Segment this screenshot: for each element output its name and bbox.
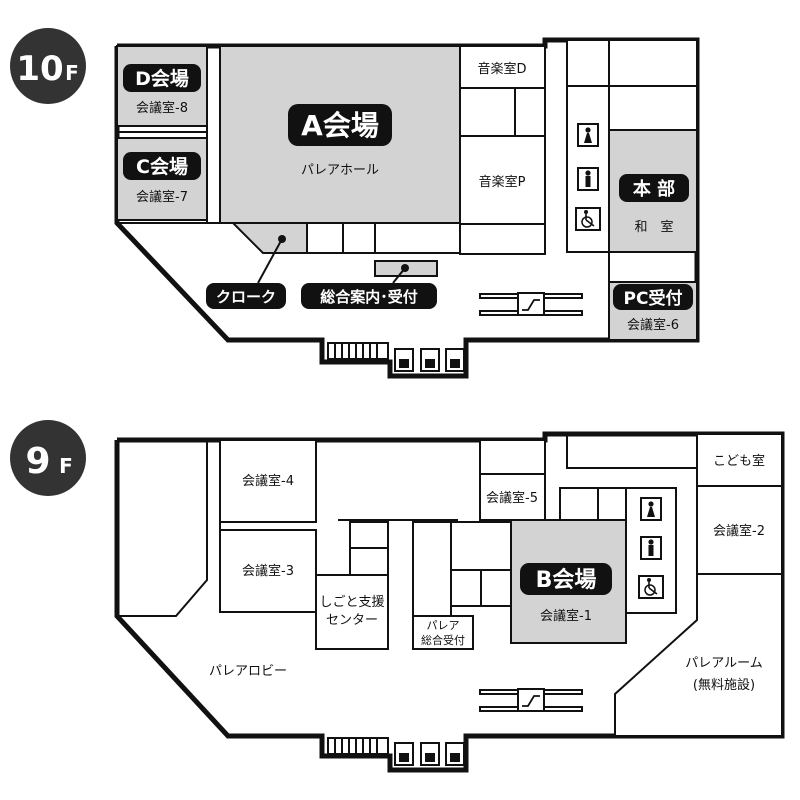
stairs-9f (327, 737, 389, 755)
label-pc-sub: 会議室-6 (627, 317, 679, 333)
label-a-hall: A会場 (301, 109, 379, 142)
floor-label-10: 10 (16, 49, 63, 89)
room-palea[interactable] (614, 573, 783, 737)
elevator-icon (394, 742, 465, 766)
label-palea-room-2: (無料施設) (693, 677, 755, 693)
wheelchair-icon (638, 575, 664, 599)
floor-suffix-9: F (59, 454, 73, 478)
label-palea-room-1: パレアルーム (685, 656, 762, 671)
label-music-d: 音楽室D (477, 61, 526, 77)
label-hq-sub: 和 室 (634, 219, 673, 235)
label-mr3: 会議室-3 (242, 563, 294, 579)
floor-suffix-10: F (65, 61, 79, 85)
label-d-sub: 会議室-8 (136, 100, 188, 116)
label-c-hall: C会場 (136, 155, 188, 178)
badge-a (288, 104, 392, 146)
label-lobby: パレアロビー (209, 664, 287, 679)
room-shigoto[interactable] (315, 574, 389, 650)
floor-badge-9 (10, 420, 86, 496)
stairs-10f (327, 342, 389, 360)
wheelchair-icon (575, 207, 601, 231)
floor-10: 10 F (10, 28, 700, 379)
label-mr2: 会議室-2 (713, 523, 765, 539)
badge-c (123, 152, 201, 180)
label-palea-1: パレア (427, 619, 460, 632)
elevator-icon (394, 348, 465, 372)
outer-wall-9f (114, 431, 785, 773)
label-cloak: クローク (216, 288, 276, 306)
room-palea-desk[interactable] (412, 615, 474, 650)
label-shigoto-1: しごと支援 (319, 594, 384, 610)
label-a-sub: パレアホール (301, 163, 379, 178)
label-d-hall: D会場 (135, 67, 189, 90)
escalator-icon (479, 688, 583, 712)
floor-label-9: 9 (25, 441, 50, 482)
cloak-area[interactable] (230, 222, 308, 254)
badge-b (520, 563, 612, 595)
badge-cloak (206, 283, 286, 309)
label-pc: PC受付 (624, 288, 683, 309)
label-mr5: 会議室-5 (486, 490, 538, 506)
badge-info (301, 283, 437, 309)
male-icon (640, 536, 662, 560)
badge-pc (613, 284, 693, 310)
label-hq: 本 部 (633, 178, 675, 200)
room-kids[interactable] (696, 433, 783, 487)
male-icon (577, 167, 599, 191)
music-room-p[interactable] (459, 135, 546, 225)
label-b-sub: 会議室-1 (540, 608, 592, 624)
label-palea-2: 総合受付 (421, 633, 465, 647)
badge-d (123, 64, 201, 92)
floor-badge-10 (10, 28, 86, 104)
room-mr4[interactable] (219, 439, 317, 523)
female-icon (577, 123, 599, 147)
label-b-hall: B会場 (536, 567, 597, 593)
escalator-icon (479, 292, 583, 316)
label-info: 総合案内･受付 (320, 288, 418, 306)
label-shigoto-2: センター (326, 613, 378, 628)
label-kids: こども室 (713, 453, 765, 469)
room-mr5[interactable] (479, 473, 546, 521)
female-icon (640, 497, 662, 521)
floor-9: 9 F (10, 420, 785, 773)
label-c-sub: 会議室-7 (136, 189, 188, 205)
badge-hq (619, 174, 689, 202)
label-music-p: 音楽室P (479, 174, 526, 190)
label-mr4: 会議室-4 (242, 473, 294, 489)
